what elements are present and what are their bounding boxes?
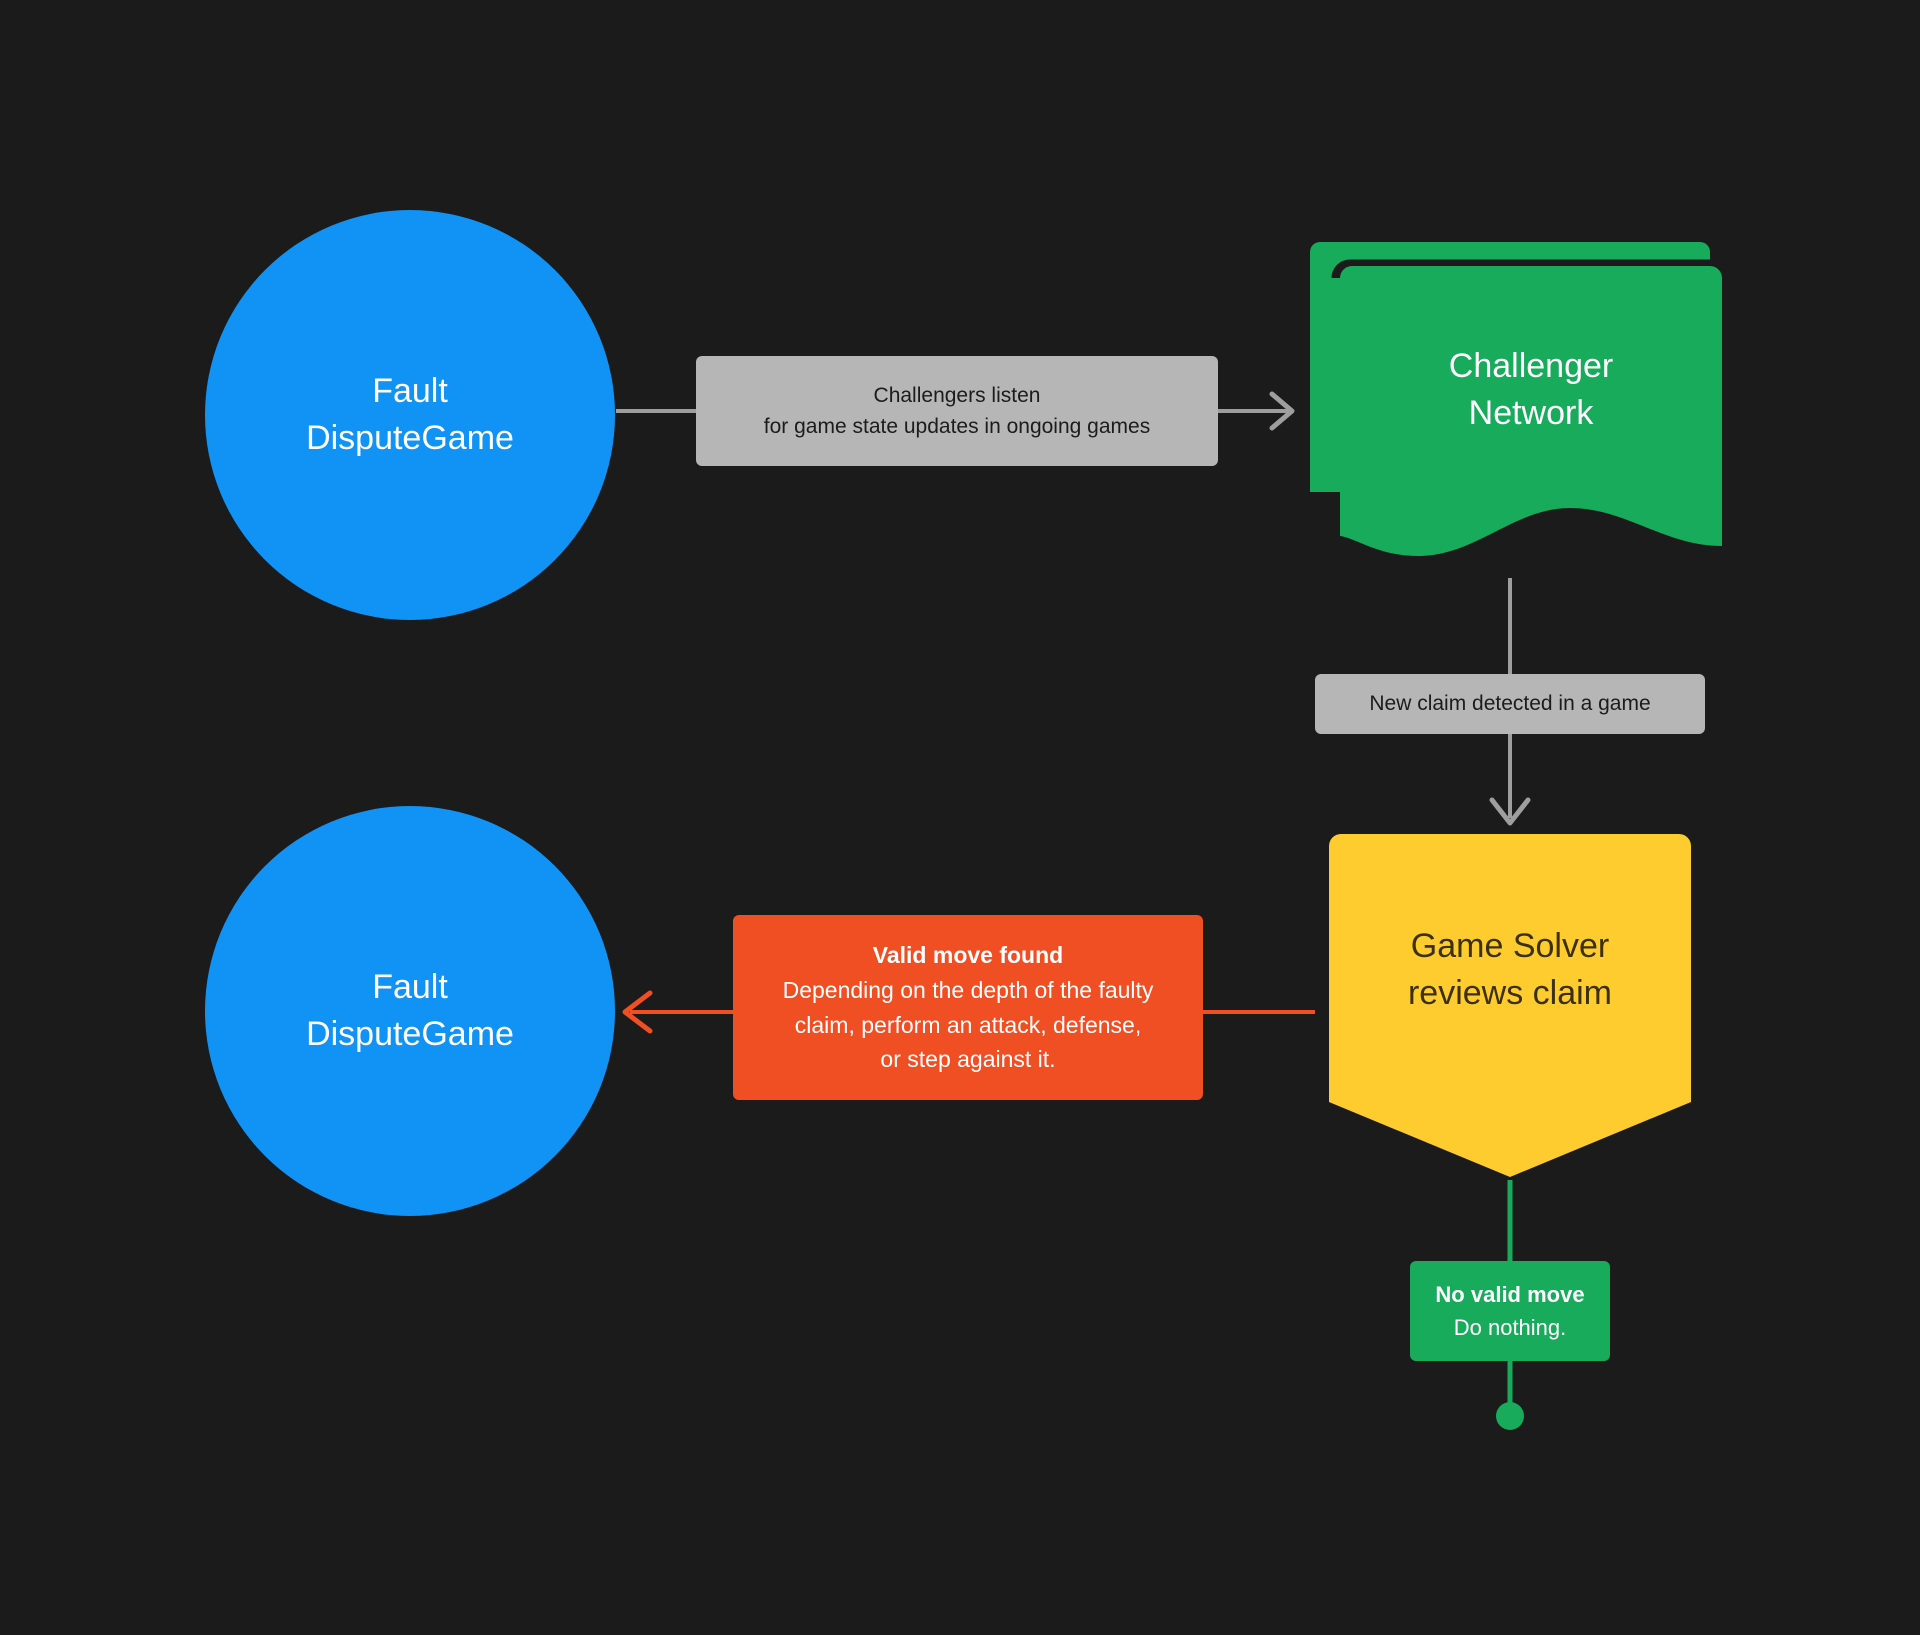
edge-label-no-valid-move: No valid move Do nothing. xyxy=(1410,1261,1610,1361)
edge-label-line: Challengers listen xyxy=(873,383,1041,407)
document-sheet-divider xyxy=(1331,259,1712,279)
game-solver-shape[interactable] xyxy=(1329,834,1691,1177)
node-fault-dispute-game-top[interactable] xyxy=(205,210,615,620)
challenger-network-shape[interactable] xyxy=(1310,242,1722,556)
node-fault-dispute-game-bottom[interactable] xyxy=(205,806,615,1216)
edge-label-new-claim-detected: New claim detected in a game xyxy=(1315,674,1705,734)
edge-label-valid-move-found: Valid move found Depending on the depth … xyxy=(733,915,1203,1100)
edge-label-challengers-listen: Challengers listen for game state update… xyxy=(696,356,1218,466)
arrowhead-left-icon xyxy=(622,990,653,1034)
edge-label-line: New claim detected in a game xyxy=(1369,692,1651,716)
edge-label-line: claim, perform an attack, defense, xyxy=(794,1011,1142,1038)
edge-label-line: Do nothing. xyxy=(1453,1315,1567,1340)
arrowhead-right-icon xyxy=(1269,391,1295,431)
pentagon-down-icon xyxy=(1329,834,1691,1177)
document-front-sheet-icon xyxy=(1340,266,1722,556)
terminator-dot-icon xyxy=(1496,1402,1524,1430)
edge-label-line: or step against it. xyxy=(880,1046,1056,1073)
edge-label-line: for game state updates in ongoing games xyxy=(763,415,1151,438)
edge-label-line: Depending on the depth of the faulty xyxy=(782,976,1154,1003)
edge-label-line: No valid move xyxy=(1435,1282,1585,1307)
arrowhead-down-icon xyxy=(1489,797,1531,826)
edge-label-line: Valid move found xyxy=(872,941,1064,968)
